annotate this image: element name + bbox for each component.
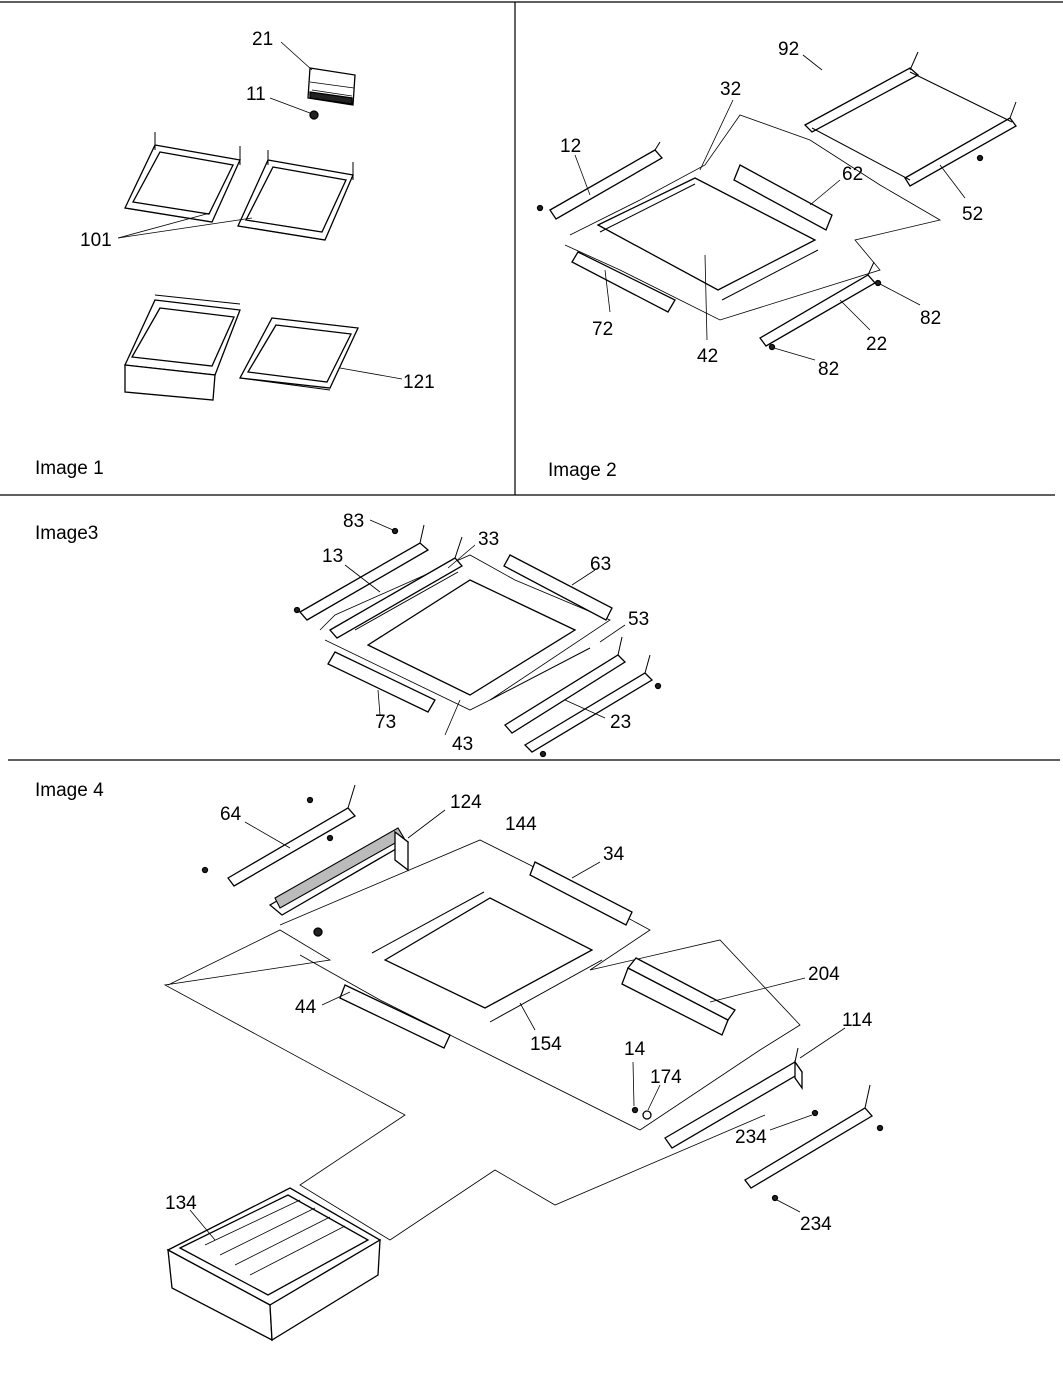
part-82-screw-b — [768, 343, 776, 351]
label-14: 14 — [624, 1039, 646, 1060]
part-screw-f — [326, 834, 334, 842]
part-23-rail — [523, 654, 654, 753]
part-12-rail-left — [549, 141, 664, 220]
label-83: 83 — [343, 511, 364, 532]
explode-lines-image-2 — [564, 114, 942, 321]
label-62: 62 — [842, 164, 863, 185]
part-screw-c — [876, 1124, 884, 1132]
part-screw-right — [654, 682, 662, 690]
label-43: 43 — [452, 734, 473, 755]
label-82-a: 82 — [920, 308, 941, 329]
label-234-b: 234 — [800, 1214, 832, 1235]
label-234-a: 234 — [735, 1127, 767, 1148]
part-22-rail-right — [759, 261, 877, 347]
part-82-screw-a — [874, 279, 882, 287]
part-42-glass-shelf — [596, 177, 819, 301]
part-73-front-trim — [327, 651, 436, 713]
part-234-screw-a — [811, 1109, 819, 1117]
part-14-screw — [631, 1106, 639, 1114]
label-204: 204 — [808, 964, 840, 985]
label-92: 92 — [778, 39, 799, 60]
explode-lines-image-4-outer — [163, 929, 766, 1241]
part-13-rail — [298, 524, 430, 621]
label-42: 42 — [697, 346, 718, 367]
label-144: 144 — [505, 814, 537, 835]
label-63: 63 — [590, 554, 611, 575]
label-11: 11 — [246, 84, 266, 105]
part-121-crisper-cover — [238, 317, 359, 391]
part-screw-left-rail — [536, 204, 544, 212]
label-124: 124 — [450, 792, 482, 813]
label-33: 33 — [478, 529, 499, 550]
label-52: 52 — [962, 204, 983, 225]
part-144-glass-shelf — [371, 891, 603, 1023]
label-64: 64 — [220, 804, 242, 825]
label-23: 23 — [610, 712, 631, 733]
part-101-shelf-left — [124, 132, 241, 223]
panel-image-1: Image 1 21 11 — [35, 29, 435, 479]
label-21: 21 — [252, 29, 273, 50]
part-134-drawer — [166, 1187, 382, 1342]
part-53-rail — [504, 636, 627, 734]
label-32: 32 — [720, 79, 741, 100]
part-174-spacer — [642, 1110, 652, 1120]
part-63-trim — [503, 554, 613, 621]
label-53: 53 — [628, 609, 649, 630]
part-44-front-trim — [339, 984, 451, 1049]
part-bracket-lower — [744, 1084, 874, 1189]
part-234-screw-b — [771, 1194, 779, 1202]
part-33-rail — [328, 536, 464, 639]
part-screw-bottom — [539, 750, 547, 758]
panel-frames — [0, 1, 1063, 761]
part-nut — [313, 927, 323, 937]
panel-title-image-4: Image 4 — [35, 780, 104, 801]
part-screw-e — [306, 796, 314, 804]
label-82-b: 82 — [818, 359, 839, 380]
label-22: 22 — [866, 334, 887, 355]
part-43-glass-shelf — [354, 571, 591, 701]
label-13: 13 — [322, 546, 343, 567]
panel-image-2: Image 2 12 92 32 62 52 — [536, 39, 1017, 481]
explode-lines-image-4 — [279, 839, 801, 1131]
label-73: 73 — [375, 712, 396, 733]
part-screw-left — [293, 606, 301, 614]
panel-image-3: Image3 83 13 33 63 — [35, 511, 662, 758]
part-101-shelf-right — [237, 150, 354, 241]
label-154: 154 — [530, 1034, 562, 1055]
label-174: 174 — [650, 1067, 682, 1088]
part-124-housing — [268, 827, 410, 916]
part-62-trim — [733, 164, 833, 231]
part-72-front-trim — [571, 251, 676, 313]
part-114-bracket — [664, 1047, 803, 1149]
part-screw-right-frame — [976, 154, 984, 162]
label-134: 134 — [165, 1193, 197, 1214]
part-204-trim — [621, 957, 736, 1036]
part-83-screw — [391, 527, 399, 535]
panel-title-image-1: Image 1 — [35, 458, 104, 479]
label-34: 34 — [603, 844, 625, 865]
part-crisper-drawer-left — [124, 294, 241, 401]
label-101: 101 — [80, 230, 112, 251]
panel-title-image-3: Image3 — [35, 523, 98, 544]
part-64-bracket — [227, 784, 357, 887]
part-34-trim — [529, 861, 633, 926]
panel-title-image-2: Image 2 — [548, 460, 617, 481]
part-11-knob — [309, 110, 319, 120]
part-21-bin — [307, 67, 356, 106]
panel-image-4: Image 4 64 124 34 144 — [35, 780, 884, 1342]
part-screw-d — [201, 866, 209, 874]
label-72: 72 — [592, 319, 613, 340]
explode-lines-image-3 — [319, 554, 611, 711]
label-44: 44 — [295, 997, 317, 1018]
label-121: 121 — [403, 372, 435, 393]
part-92-rear-frame — [803, 51, 1017, 187]
label-114: 114 — [842, 1010, 873, 1031]
label-12: 12 — [560, 136, 581, 157]
